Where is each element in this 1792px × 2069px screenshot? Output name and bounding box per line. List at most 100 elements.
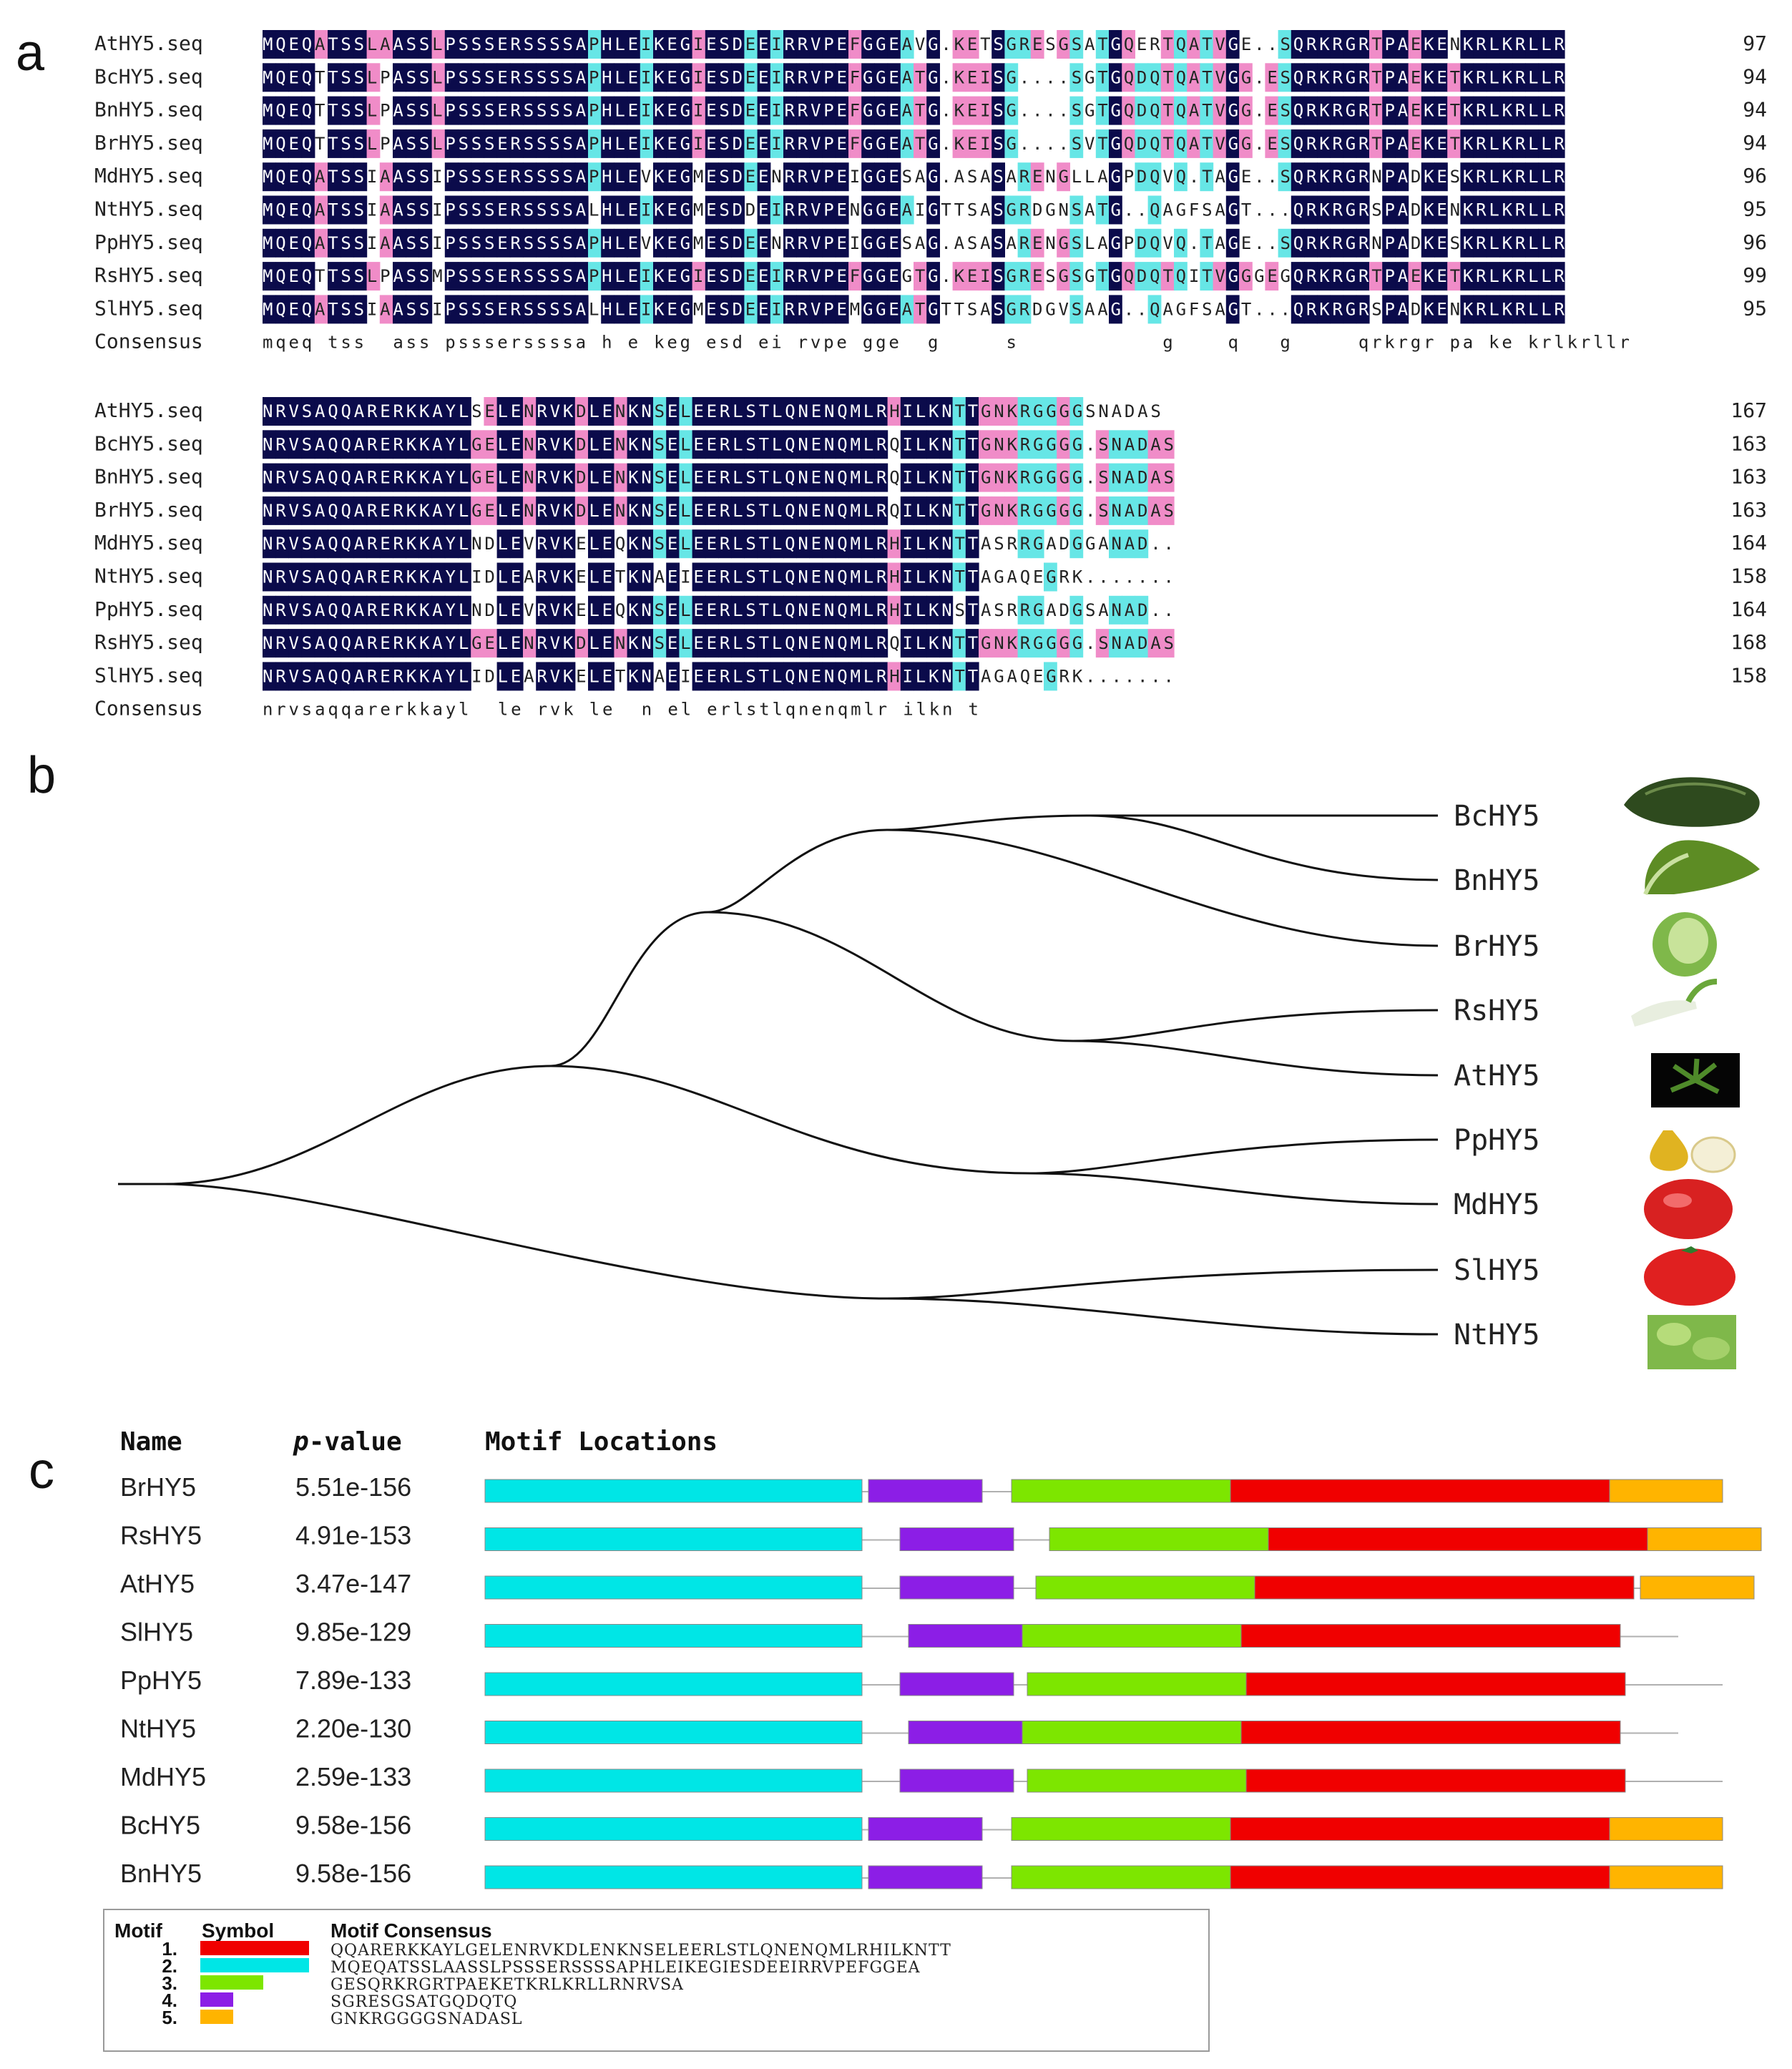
residue-cell (679, 162, 693, 192)
residue-cell (1213, 262, 1227, 291)
legend-consensus: GNKRGGGGSNADASL (331, 2010, 523, 2028)
residue-cell (588, 228, 602, 258)
residue-cell (1473, 228, 1487, 258)
residue-cell (666, 397, 680, 426)
residue-cell (705, 195, 719, 225)
sequence-name: RsHY5.seq (94, 263, 203, 287)
residue-cell (1109, 195, 1122, 225)
residue-cell (549, 397, 563, 426)
motif-block-m2 (484, 1865, 863, 1889)
phylogenetic-tree (118, 814, 1439, 1336)
residue-cell (822, 397, 836, 426)
residue-cell (1525, 96, 1539, 125)
taxon-label: NtHY5 (1454, 1319, 1539, 1351)
tree-branch (886, 1268, 1439, 1300)
residue-cell (275, 30, 289, 59)
residue-cell (1421, 96, 1435, 125)
residue-cell (1095, 129, 1110, 158)
residue-cell (275, 195, 289, 225)
residue-cell (926, 262, 940, 291)
residue-cell (562, 162, 576, 192)
residue-cell (1160, 262, 1175, 291)
residue-cell (848, 96, 862, 125)
taxon-label: RsHY5 (1454, 994, 1539, 1027)
residue-cell (1147, 129, 1162, 158)
residue-cell (1382, 295, 1396, 324)
residue-cell (653, 228, 667, 258)
sequence-name: BrHY5.seq (94, 131, 203, 155)
residue-cell (484, 228, 498, 258)
residue-cell (783, 96, 797, 125)
residue-count: 168 (1730, 630, 1767, 654)
residue-cell (263, 195, 276, 225)
residue-cell (1017, 228, 1032, 258)
residue-cell (926, 397, 940, 426)
residue-cell (1395, 262, 1409, 291)
residue-cell (1356, 195, 1370, 225)
residue-cell (1174, 262, 1188, 291)
residue-cell (1434, 63, 1448, 92)
residue-cell (992, 30, 1005, 59)
residue-cell (263, 30, 276, 59)
motif-block-m3 (1027, 1769, 1247, 1793)
residue-cell (1174, 96, 1188, 125)
tree-branch (550, 1065, 1031, 1175)
residue-cell (301, 262, 315, 291)
residue-cell (1356, 96, 1370, 125)
residue-cell (1447, 262, 1461, 291)
residue-cell (627, 195, 641, 225)
residue-cell (757, 162, 771, 192)
residue-cell (874, 262, 888, 291)
residue-cell (353, 262, 368, 291)
residue-cell (744, 262, 758, 291)
tree-branch (886, 828, 1439, 947)
residue-cell (666, 63, 680, 92)
residue-cell (1382, 228, 1396, 258)
header-pvalue: p-value (293, 1427, 402, 1457)
residue-cell (1486, 63, 1500, 92)
residue-cell (1147, 96, 1162, 125)
residue-cell (1538, 195, 1552, 225)
residue-cell (770, 262, 784, 291)
residue-cell (1460, 96, 1474, 125)
residue-cell (822, 96, 836, 125)
residue-cell (1512, 195, 1526, 225)
residue-cell (627, 129, 641, 158)
tree-branch (550, 911, 709, 1067)
residue-cell (471, 228, 484, 258)
residue-cell (301, 397, 315, 426)
residue-cell (1408, 96, 1422, 125)
residue-cell (418, 30, 433, 59)
residue-cell (1473, 262, 1487, 291)
residue-cell (679, 295, 693, 324)
residue-cell (288, 195, 303, 225)
motif-block-m2 (484, 1527, 863, 1551)
residue-cell (822, 30, 836, 59)
residue-cell (679, 262, 693, 291)
residue-cell (562, 262, 576, 291)
residue-cell (471, 30, 484, 59)
motif-block-m2 (484, 1817, 863, 1841)
residue-cell (835, 96, 849, 125)
residue-cell (1317, 195, 1331, 225)
residue-cell (523, 162, 537, 192)
residue-cell (393, 295, 406, 324)
residue-cell (1004, 30, 1019, 59)
residue-cell (1512, 262, 1526, 291)
residue-cell (666, 228, 680, 258)
tree-branch (164, 1065, 552, 1185)
residue-cell (301, 96, 315, 125)
header-motif-locations: Motif Locations (485, 1427, 718, 1457)
residue-cell (822, 262, 836, 291)
motif-row-pvalue: 9.58e-156 (295, 1811, 411, 1840)
residue-cell (601, 162, 615, 192)
residue-cell (1239, 129, 1253, 158)
residue-cell (679, 30, 693, 59)
residue-cell (992, 228, 1005, 258)
residue-cell (1304, 195, 1318, 225)
residue-cell (1069, 63, 1084, 92)
residue-cell (1017, 295, 1032, 324)
residue-cell (770, 295, 784, 324)
